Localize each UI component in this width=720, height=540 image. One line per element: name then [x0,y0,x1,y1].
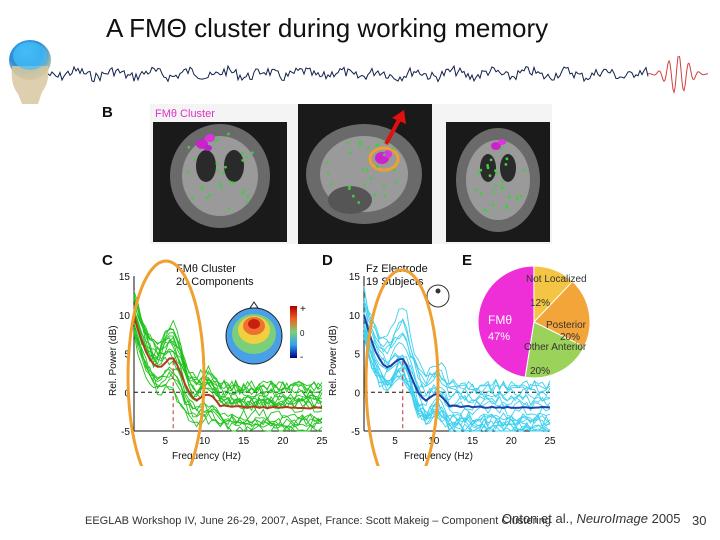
spectrum-trace [363,305,551,402]
spectrum-trace [363,336,551,432]
mean-spectrum [133,315,323,410]
spectrum-trace [133,329,323,432]
panel-b-letter: B [102,104,113,121]
coronal-slice [153,122,287,242]
colorbar-plus: + [300,304,306,315]
colorbar: + 0 - [290,304,306,363]
panel-c-legend-line1: FMθ Cluster [176,263,236,275]
pie-slice [477,265,535,378]
ytick-label: -5 [351,427,360,438]
ytick-label: 10 [349,311,361,322]
spectrum-trace [133,335,323,430]
citation-authors: Onton et al., [502,511,577,526]
ytick-label: 15 [349,272,361,283]
slide-title: A FMΘ cluster during working memory [106,13,549,43]
spectrum-trace [363,286,551,390]
spectrum-trace [133,306,323,404]
xtick-label: 25 [544,436,556,447]
pie-label-notloc: Not Localized [526,274,587,285]
pie-pct-notloc: 12% [530,298,550,309]
pie-pct-other: 20% [530,366,550,377]
panel-d-legend-line1: Fz Electrode [366,263,428,275]
spectrum-trace [133,310,323,410]
colorbar-minus: - [300,352,303,363]
sagittal-slice [298,104,432,244]
pie-slice [533,280,591,348]
highlight-ring [368,146,400,172]
spectrum-trace [133,331,323,428]
panel-c-letter: C [102,252,113,269]
spectrum-trace [133,294,323,394]
ytick-label: 10 [119,311,131,322]
citation: Onton et al., NeuroImage 2005 [502,511,681,526]
pie-pct-posterior: 20% [560,332,580,343]
xtick-label: 10 [199,436,211,447]
citation-journal: NeuroImage [576,511,648,526]
panel-b-label: FMθ Cluster [155,108,215,120]
mri-brain-panel: FMθ Cluster [150,104,552,244]
posterior-slice [446,122,550,242]
pie-label-posterior: Posterior [546,320,587,331]
xtick-label: 5 [163,436,169,447]
panel-c-xlabel: Frequency (Hz) [172,451,241,462]
eeg-waveform-strip [48,56,708,95]
xtick-label: 20 [277,436,289,447]
spectrum-trace [133,297,323,392]
electrode-head-icon [426,284,450,308]
spectrum-trace [133,310,323,411]
panel-e-letter: E [462,252,473,269]
electrode-spectra-plot: Fz Electrode 19 Subjects 15 10 5 0 -5 Rel. P… [328,263,556,466]
spectrum-trace [363,289,551,393]
arrow-icon [384,110,406,145]
colorbar-zero: 0 [300,329,305,338]
pie-chart: FMθ 47% Not Localized 12% Posterior 20% … [477,265,591,379]
footer-text: EEGLAB Workshop IV, June 26-29, 2007, As… [85,515,551,527]
citation-year: 2005 [647,511,681,526]
spectrum-trace [363,318,551,412]
pie-label-fmtheta: FMθ [488,313,512,327]
panel-d-ylabel: Rel. Power (dB) [328,325,339,396]
pie-pct-fmtheta: 47% [488,331,510,343]
pie-slice [524,321,585,379]
ytick-label: -5 [121,427,130,438]
ytick-label: 0 [354,388,360,399]
panel-d-letter: D [322,252,333,269]
ytick-label: 5 [354,350,360,361]
highlight-ring-c [126,259,206,466]
xtick-label: 25 [316,436,328,447]
spectrum-trace [133,322,323,427]
xtick-label: 5 [392,436,398,447]
panel-c-ylabel: Rel. Power (dB) [108,325,119,396]
panel-c-legend-line2: 20 Components [176,276,254,288]
xtick-label: 20 [506,436,518,447]
pie-label-other: Other Anterior [524,342,587,353]
xtick-label: 15 [238,436,250,447]
ytick-label: 15 [119,272,131,283]
spectrum-trace [133,309,323,408]
xtick-label: 15 [467,436,479,447]
mean-spectrum [363,314,551,410]
highlight-ring-d [364,268,440,466]
cluster-spectra-plot: FMθ Cluster 20 Components 15 10 5 0 -5 Rel. … [108,259,328,466]
spectrum-trace [133,296,323,402]
scalp-map [225,301,283,365]
spectrum-trace [133,326,323,422]
spectrum-trace [363,331,551,431]
panel-d-xlabel: Frequency (Hz) [404,451,473,462]
spectrum-trace [363,312,551,417]
panel-d-legend-line2: 19 Subjects [366,276,424,288]
spectrum-trace [363,312,551,408]
head-model-icon [9,40,51,104]
page-number: 30 [692,513,707,528]
